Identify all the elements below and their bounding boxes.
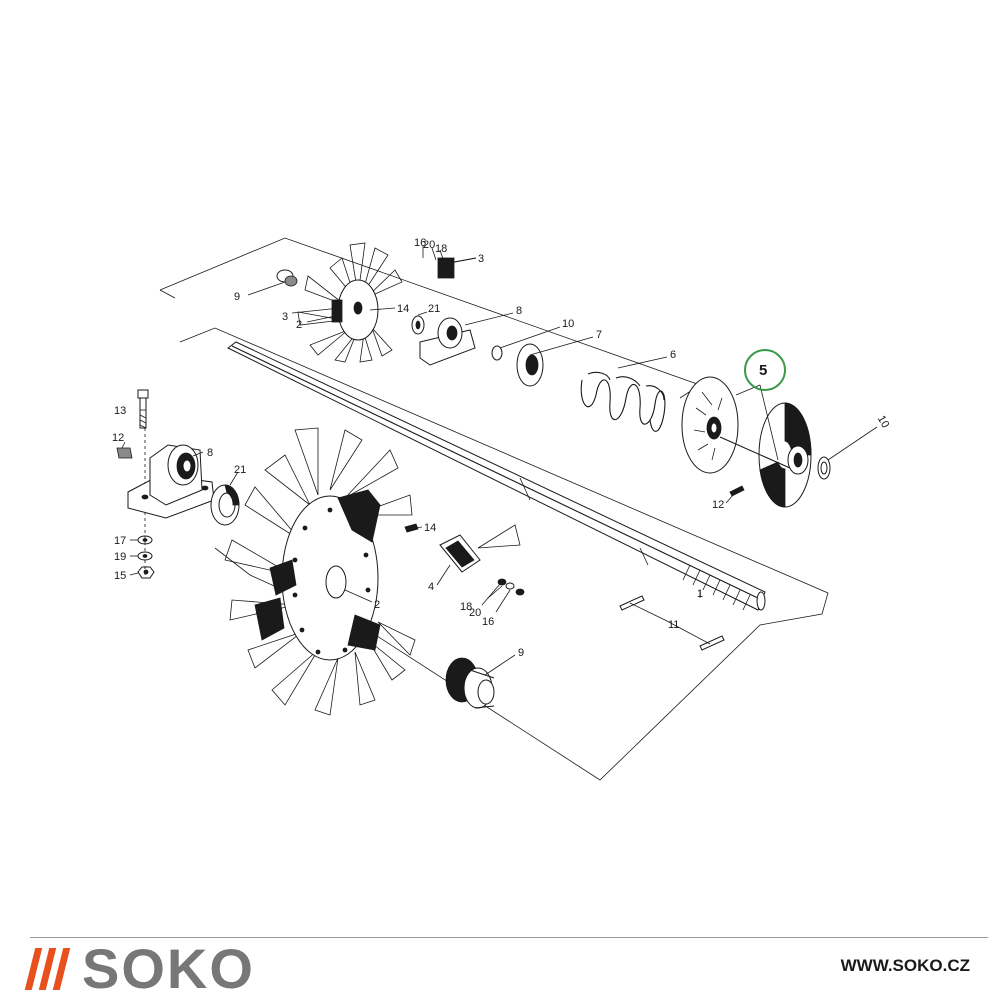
callout-6: 6 — [670, 349, 676, 361]
upper-fan-rotor — [297, 242, 403, 363]
logo-bar-3 — [52, 948, 71, 990]
callout-8-left: 8 — [207, 447, 213, 459]
pins-11 — [619, 595, 725, 651]
bushing-9 — [445, 657, 495, 709]
callout-12-right: 12 — [712, 499, 724, 511]
callout-18-upper: 18 — [435, 243, 447, 255]
callout-10-upper: 10 — [562, 318, 574, 330]
collar-21-left — [210, 484, 240, 526]
callout-9-upper: 9 — [234, 291, 240, 303]
callout-3-upper: 3 — [478, 253, 484, 265]
callout-21-upper: 21 — [428, 303, 440, 315]
main-shaft — [227, 341, 766, 611]
pulley-disc-left — [681, 376, 739, 474]
brand-name: SOKO — [82, 937, 255, 1000]
upper-collar-21 — [411, 315, 425, 335]
callout-21-left: 21 — [234, 464, 246, 476]
callout-4: 4 — [428, 581, 434, 593]
nut-15 — [137, 566, 155, 579]
callout-3-left: 3 — [282, 311, 288, 323]
upper-bearing-housing-8 — [419, 317, 476, 366]
callout-11: 11 — [668, 619, 679, 631]
bolt-14 — [404, 523, 419, 533]
bolt-13 — [137, 389, 149, 429]
callout-1: 1 — [697, 588, 703, 600]
callout-2-upper: 2 — [296, 319, 302, 331]
end-washer-10 — [817, 456, 831, 480]
stud-12-left — [116, 447, 133, 459]
callout-9-lower: 9 — [518, 647, 524, 659]
flange-disc-7 — [516, 343, 544, 387]
callout-15: 15 — [114, 570, 126, 582]
exploded-parts-diagram: 1 2 2 3 3 4 5 6 7 8 8 9 9 10 10 11 12 12… — [112, 237, 891, 781]
compression-spring-6 — [580, 371, 666, 432]
upper-washer-10 — [491, 345, 503, 361]
callout-18-lower: 18 — [460, 601, 472, 613]
pillow-block-bearing-8 — [127, 444, 215, 519]
callout-2-lower: 2 — [374, 599, 380, 611]
callout-7: 7 — [596, 329, 602, 341]
upper-assembly-frame — [159, 237, 701, 399]
callout-20-lower: 20 — [469, 607, 481, 619]
upper-bushing-9 — [276, 269, 298, 287]
callout-20-upper: 20 — [423, 239, 435, 251]
callout-14-lower: 14 — [424, 522, 436, 534]
leader-lines — [121, 246, 878, 676]
hardware-16-18-20 — [497, 578, 525, 596]
large-fan-rotor — [224, 427, 416, 716]
set-screw-12 — [729, 485, 745, 497]
blade-mount-4 — [439, 524, 521, 573]
callout-17: 17 — [114, 535, 126, 547]
highlight-ring-part-5 — [744, 349, 786, 391]
footer-divider — [30, 937, 988, 938]
callout-14-upper: 14 — [397, 303, 409, 315]
callout-5: 5 — [759, 362, 767, 379]
callout-8-upper: 8 — [516, 305, 522, 317]
callout-13: 13 — [114, 405, 126, 417]
callout-16-upper: 16 — [414, 237, 426, 249]
callout-12-left: 12 — [112, 432, 124, 444]
callout-10-right: 10 — [875, 414, 892, 431]
website-url[interactable]: WWW.SOKO.CZ — [840, 956, 970, 975]
soko-logo: SOKO — [24, 937, 255, 1000]
callout-labels: 1 2 2 3 3 4 5 6 7 8 8 9 9 10 10 11 12 12… — [112, 237, 891, 659]
callout-19: 19 — [114, 551, 126, 563]
pulley-disc-right — [719, 402, 812, 508]
callout-16-lower: 16 — [482, 616, 494, 628]
